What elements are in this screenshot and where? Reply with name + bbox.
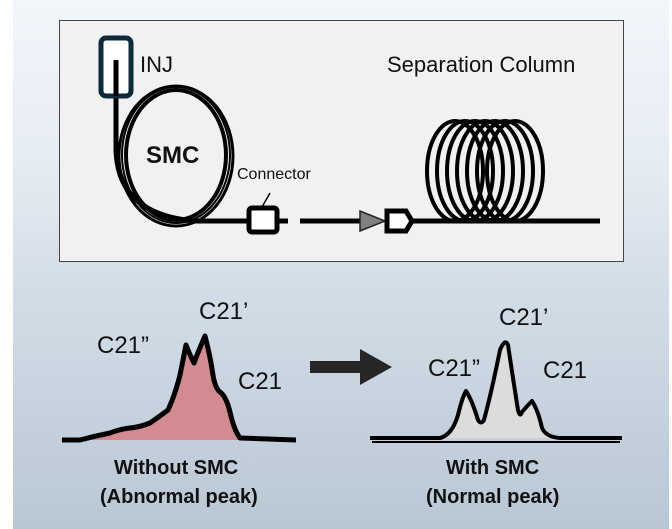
peak-label-c21-prime-without: C21’ bbox=[199, 298, 249, 325]
right-arrow-icon bbox=[310, 349, 392, 385]
abnormal-peak-trace bbox=[62, 336, 296, 440]
column-inlet-fitting-icon bbox=[384, 208, 415, 234]
peak-label-c21-without: C21 bbox=[238, 368, 283, 395]
peak-label-c21-double-prime-with: C21” bbox=[428, 355, 481, 382]
smc-label: SMC bbox=[146, 142, 200, 169]
connector-leader-line bbox=[261, 192, 271, 208]
check-valve-icon bbox=[359, 209, 388, 233]
caption-abnormal-peak: (Abnormal peak) bbox=[100, 486, 258, 508]
injector-label: INJ bbox=[140, 52, 173, 77]
peak-label-c21-prime-with: C21’ bbox=[499, 304, 549, 331]
normal-peak-trace bbox=[370, 342, 622, 438]
peak-label-c21-with: C21 bbox=[543, 357, 588, 384]
peak-label-c21-double-prime-without: C21” bbox=[97, 332, 150, 359]
caption-without-smc: Without SMC bbox=[114, 457, 239, 479]
caption-normal-peak: (Normal peak) bbox=[426, 486, 560, 508]
separation-column-label: Separation Column bbox=[387, 52, 576, 77]
injector-tubing bbox=[113, 88, 250, 224]
normal-peak-outline bbox=[370, 340, 622, 440]
separation-column-coil bbox=[425, 119, 545, 223]
connector-label: Connector bbox=[237, 166, 311, 183]
connector-icon bbox=[246, 205, 280, 235]
caption-with-smc: With SMC bbox=[446, 457, 540, 479]
abnormal-peak-outline bbox=[62, 333, 297, 443]
